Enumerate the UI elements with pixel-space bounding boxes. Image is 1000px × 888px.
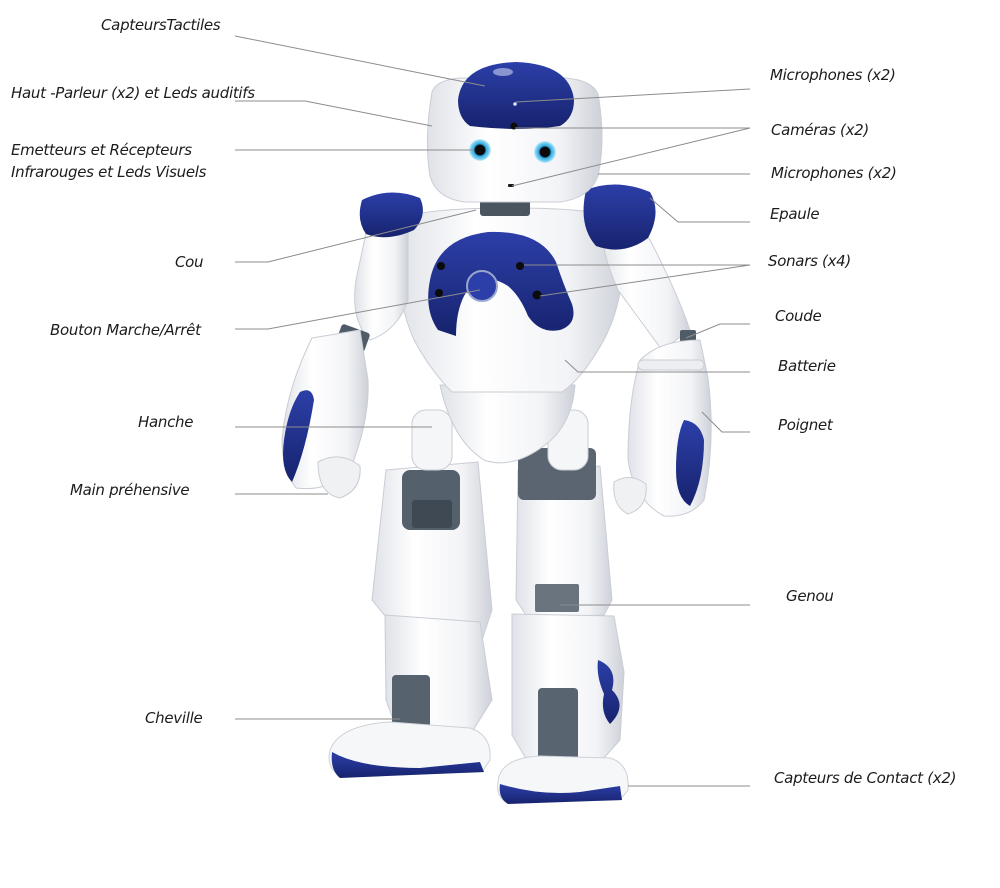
label-sonars: Sonars (x4) (768, 252, 851, 270)
label-haut-parleur: Haut -Parleur (x2) et Leds auditifs (11, 84, 255, 102)
torso (396, 200, 625, 393)
label-hanche: Hanche (138, 413, 194, 431)
tactile-head-cover (458, 62, 574, 129)
label-microphones-side: Microphones (x2) (771, 164, 897, 182)
label-cheville: Cheville (145, 709, 203, 727)
hips (411, 384, 589, 471)
right-leg (497, 448, 629, 804)
label-batterie: Batterie (778, 357, 836, 375)
right-eye (534, 141, 556, 163)
label-cameras: Caméras (x2) (771, 121, 869, 139)
label-coude: Coude (775, 307, 822, 325)
label-emetteurs-line2: Infrarouges et Leds Visuels (11, 163, 207, 181)
left-leg (328, 461, 493, 778)
head (426, 62, 603, 203)
label-poignet: Poignet (778, 416, 833, 434)
leader-lines (234, 35, 751, 787)
power-button (466, 270, 498, 302)
label-capteurs-tactiles: CapteursTactiles (101, 16, 221, 34)
right-arm (583, 184, 712, 517)
label-epaule: Epaule (770, 205, 820, 223)
label-bouton-marche-arret: Bouton Marche/Arrêt (50, 321, 201, 339)
label-genou: Genou (786, 587, 834, 605)
label-emetteurs-line1: Emetteurs et Récepteurs (11, 141, 192, 159)
label-emetteurs-infrarouges: Emetteurs et Récepteurs Infrarouges et L… (11, 139, 206, 183)
label-microphones-top: Microphones (x2) (770, 66, 896, 84)
left-arm (281, 192, 423, 499)
label-main-prehensive: Main préhensive (70, 481, 190, 499)
label-capteurs-contact: Capteurs de Contact (x2) (774, 769, 957, 787)
label-cou: Cou (175, 253, 204, 271)
left-eye (469, 139, 491, 161)
